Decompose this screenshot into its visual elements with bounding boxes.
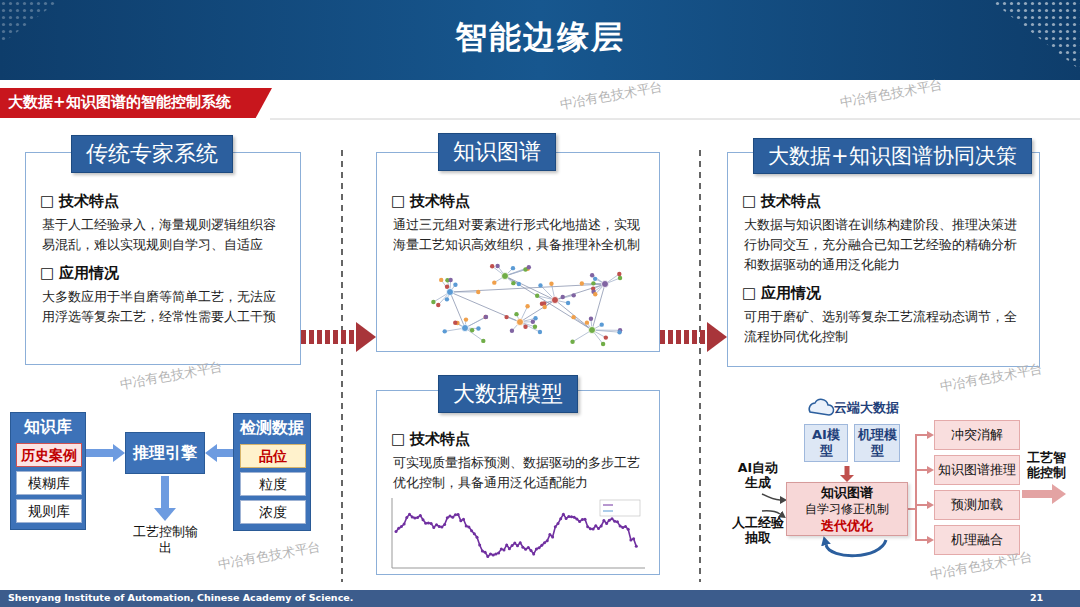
- panel-heading: 大数据+知识图谱协同决策: [753, 138, 1032, 174]
- dot-decoration: [990, 0, 1080, 70]
- panel: 传统专家系统□ 技术特点基于人工经验录入，海量规则逻辑组织容易混乱，难以实现规则…: [25, 152, 301, 365]
- box-label: 自学习修正机制: [790, 501, 904, 517]
- knowledge-graph-box: 知识图谱自学习修正机制迭代优化: [786, 482, 908, 536]
- box-label: 浓度: [241, 501, 305, 523]
- library-item: 模糊库: [16, 471, 82, 495]
- connector-arrow: [217, 449, 233, 457]
- sensor-data: 检测数据品位粒度浓度: [233, 413, 311, 531]
- box-label: 推理引擎: [133, 443, 197, 464]
- body-text: 大多数应用于半自磨等简单工艺，无法应用浮选等复杂工艺，经常性需要人工干预: [42, 287, 288, 327]
- box-label: 历史案例: [17, 444, 81, 466]
- box-label: AI模型: [806, 427, 846, 459]
- footer-text: Shenyang Institute of Automation, Chines…: [8, 592, 353, 603]
- title-band: [0, 0, 1080, 80]
- panel: 大数据+知识图谱协同决策□ 技术特点大数据与知识图谱在训练构建阶段、推理决策进行…: [727, 152, 1040, 367]
- section-tag: 大数据+知识图谱的智能控制系统: [0, 88, 272, 118]
- box-label: 品位: [241, 445, 305, 467]
- cloud-icon: [809, 399, 833, 415]
- box-label: 预测加载: [951, 496, 1003, 514]
- separator-line: [699, 150, 701, 582]
- graph-links: [433, 266, 620, 344]
- illustration: [392, 264, 645, 568]
- panel: 大数据模型□ 技术特点可实现质量指标预测、数据驱动的多步工艺优化控制，具备通用泛…: [376, 390, 660, 575]
- flow-arrow: [660, 330, 707, 344]
- box-label: 机理模型: [856, 427, 898, 459]
- box-label: 检测数据: [234, 418, 310, 438]
- watermark: 中冶有色技术平台: [838, 76, 944, 112]
- page-title: 智能边缘层: [0, 16, 1080, 60]
- watermark: 中冶有色技术平台: [216, 538, 322, 574]
- panel: 知识图谱□ 技术特点通过三元组对要素进行形式化地描述，实现海量工艺知识高效组织，…: [376, 152, 660, 352]
- body-text: 可用于磨矿、选别等复杂工艺流程动态调节，全流程协同优化控制: [744, 307, 1027, 347]
- separator-line: [341, 150, 343, 582]
- input-label: AI自动生成: [732, 460, 784, 490]
- output-label: 工艺控制输出: [127, 524, 203, 556]
- footer-band: [0, 590, 1080, 607]
- box-label: 规则库: [17, 500, 81, 522]
- box-label: 大数据+知识图谱的智能控制系统: [8, 93, 264, 112]
- trend-chart: [392, 498, 645, 568]
- box-label: 云端大数据: [834, 400, 899, 417]
- panel-heading: 传统专家系统: [71, 135, 233, 173]
- connector-arrow: [908, 435, 927, 509]
- body-text: 通过三元组对要素进行形式化地描述，实现海量工艺知识高效组织，具备推理补全机制: [393, 215, 647, 255]
- flow-arrow: [301, 330, 356, 344]
- watermark: 中冶有色技术平台: [558, 78, 664, 114]
- box-label: 知识图谱推理: [938, 461, 1016, 479]
- connector-arrow: [908, 470, 927, 509]
- library-item: 规则库: [16, 499, 82, 523]
- operation-box: 知识图谱推理: [934, 455, 1020, 485]
- output-label: 工艺智能控制: [1024, 450, 1068, 480]
- graph-nodes: [431, 264, 622, 346]
- rule-line: [270, 119, 1080, 120]
- output-arrow: [1022, 490, 1052, 498]
- connector-arrow: [86, 449, 113, 457]
- panel-heading: 知识图谱: [438, 133, 556, 171]
- output-arrow: [154, 508, 176, 521]
- page-number: 21: [1030, 592, 1043, 603]
- input-arrow: [762, 494, 780, 500]
- operation-box: 预测加载: [934, 490, 1020, 520]
- knowledge-base: 知识库历史案例模糊库规则库: [10, 412, 86, 530]
- output-arrow: [161, 476, 169, 508]
- data-item: 粒度: [240, 472, 306, 496]
- section-heading: □ 技术特点: [742, 191, 1027, 211]
- watermark: 中冶有色技术平台: [118, 358, 224, 394]
- dot-decoration: [0, 0, 60, 45]
- section-heading: □ 技术特点: [391, 429, 647, 449]
- operation-box: 冲突消解: [934, 420, 1020, 450]
- connector-arrow: [908, 509, 927, 540]
- output-arrow: [1052, 484, 1066, 504]
- body-text: 大数据与知识图谱在训练构建阶段、推理决策进行协同交互，充分融合已知工艺经验的精确…: [744, 215, 1027, 275]
- library-item: 历史案例: [16, 443, 82, 467]
- section-heading: □ 应用情况: [40, 263, 288, 283]
- section-heading: □ 技术特点: [40, 191, 288, 211]
- box-label: 机理融合: [951, 531, 1003, 549]
- inference-engine: 推理引擎: [125, 432, 205, 474]
- body-text: 可实现质量指标预测、数据驱动的多步工艺优化控制，具备通用泛化适配能力: [393, 453, 647, 493]
- section-heading: □ 技术特点: [391, 191, 647, 211]
- connector-arrow: [845, 466, 850, 475]
- box-label: 粒度: [241, 473, 305, 495]
- watermark: 中冶有色技术平台: [938, 360, 1044, 396]
- operation-box: 机理融合: [934, 525, 1020, 555]
- model-box: AI模型: [804, 424, 848, 462]
- cloud-region: 云端大数据 AI模型机理模型: [798, 398, 906, 466]
- model-box: 机理模型: [854, 424, 900, 462]
- iteration-loop: [826, 540, 886, 556]
- box-label: 知识图谱: [790, 485, 904, 501]
- box-label: 知识库: [11, 417, 85, 437]
- box-label: 冲突消解: [951, 426, 1003, 444]
- section-heading: □ 应用情况: [742, 283, 1027, 303]
- box-label: 迭代优化: [790, 517, 904, 534]
- data-item: 品位: [240, 444, 306, 468]
- body-text: 基于人工经验录入，海量规则逻辑组织容易混乱，难以实现规则自学习、自适应: [42, 215, 288, 255]
- data-item: 浓度: [240, 500, 306, 524]
- panel-heading: 大数据模型: [438, 375, 578, 413]
- box-label: 模糊库: [17, 472, 81, 494]
- input-label: 人工经验抽取: [732, 515, 784, 545]
- input-arrow: [762, 511, 780, 514]
